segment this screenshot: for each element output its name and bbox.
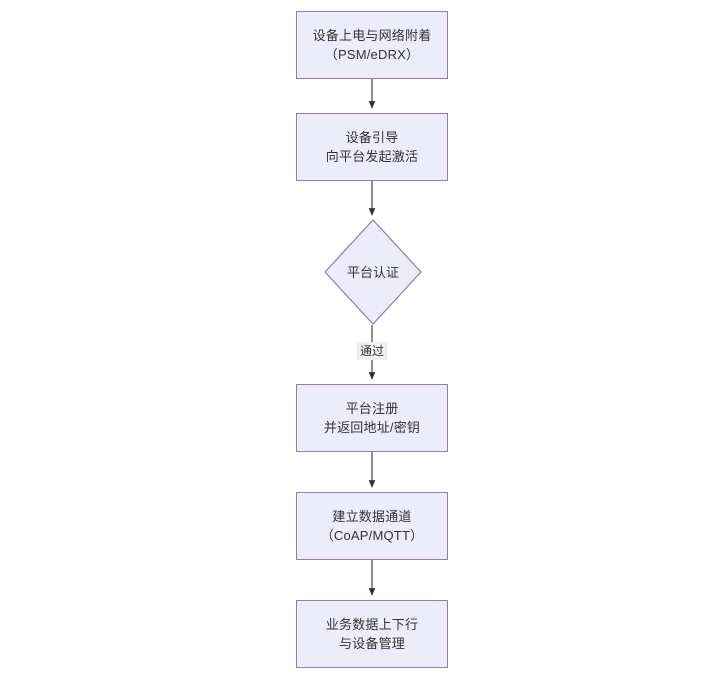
node-label-device-power-on: 设备上电与网络附着 （PSM/eDRX） [312, 28, 432, 62]
node-device-power-on[interactable]: 设备上电与网络附着 （PSM/eDRX） [296, 11, 448, 79]
node-establish-data-channel[interactable]: 建立数据通道 （CoAP/MQTT） [296, 492, 448, 560]
node-platform-register[interactable]: 平台注册 并返回地址/密钥 [296, 384, 448, 452]
diamond-shape [324, 219, 422, 325]
node-label-platform-register: 平台注册 并返回地址/密钥 [323, 401, 421, 435]
node-business-data-and-device-mgmt[interactable]: 业务数据上下行 与设备管理 [296, 600, 448, 668]
node-label-business-data-and-device-mgmt: 业务数据上下行 与设备管理 [325, 617, 419, 651]
edge-label-pass: 通过 [357, 342, 388, 360]
node-label-establish-data-channel: 建立数据通道 （CoAP/MQTT） [320, 509, 424, 543]
node-label-platform-auth: 平台认证 [346, 264, 399, 280]
edge-label-pass-text: 通过 [360, 344, 385, 358]
node-platform-auth-decision[interactable]: 平台认证 [324, 219, 422, 325]
node-device-bootstrap[interactable]: 设备引导 向平台发起激活 [296, 113, 448, 181]
node-label-device-bootstrap: 设备引导 向平台发起激活 [325, 130, 419, 164]
